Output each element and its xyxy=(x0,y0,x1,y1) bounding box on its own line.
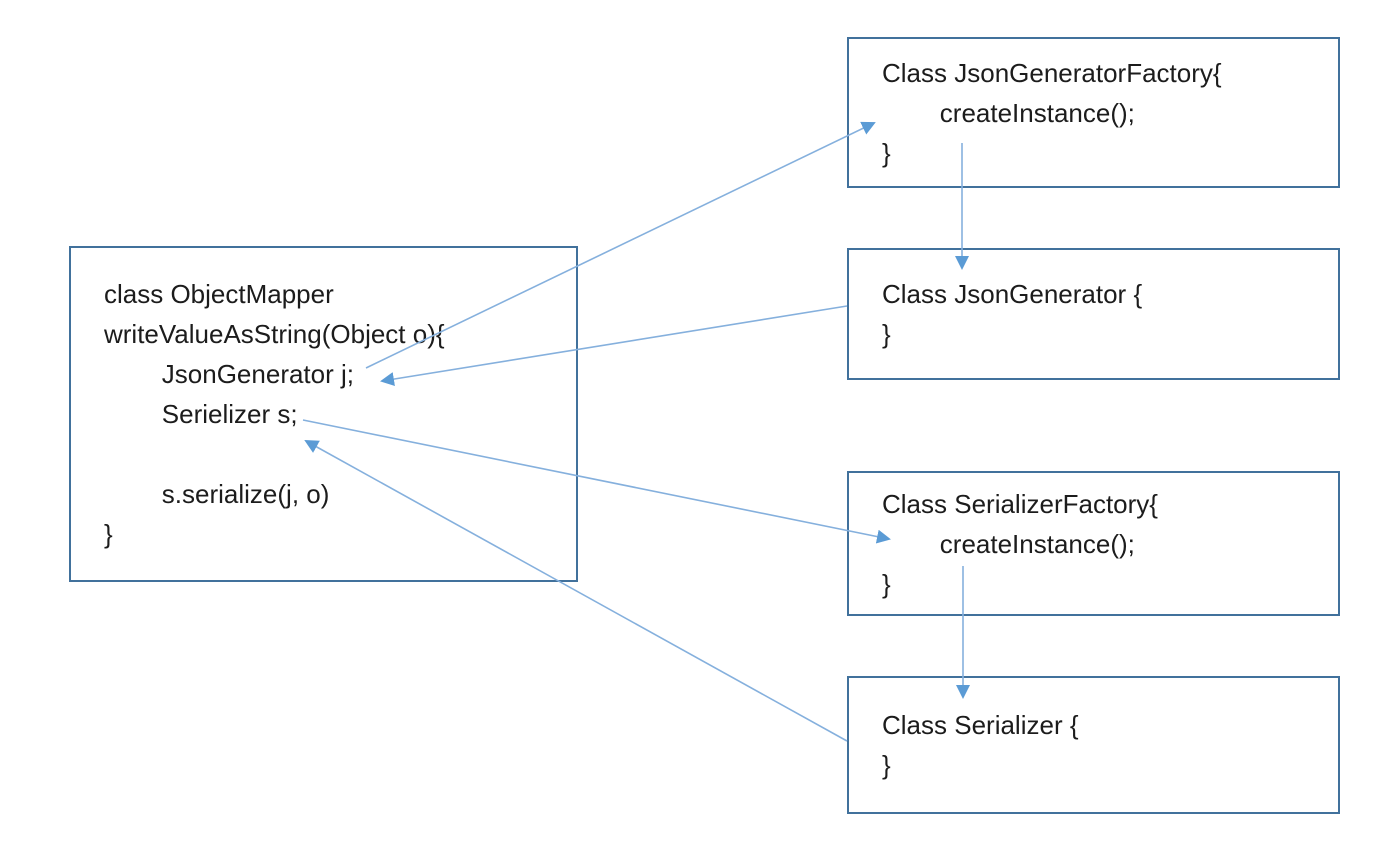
code-line: } xyxy=(882,750,891,780)
code-line: } xyxy=(882,137,891,168)
code-line: } xyxy=(882,568,891,599)
code-line: s.serialize(j, o) xyxy=(104,479,330,509)
code-line: Class JsonGeneratorFactory{ xyxy=(882,57,1222,88)
code-line: } xyxy=(882,319,891,349)
code-line: Serielizer s; xyxy=(104,399,298,429)
code-line: Class Serializer { xyxy=(882,710,1079,740)
code-line: Class SerializerFactory{ xyxy=(882,488,1158,519)
code-line: createInstance(); xyxy=(882,97,1135,128)
code-line: Class JsonGenerator { xyxy=(882,279,1143,309)
code-line: writeValueAsString(Object o){ xyxy=(104,319,445,349)
code-line: createInstance(); xyxy=(882,528,1135,559)
code-line: JsonGenerator j; xyxy=(104,359,354,389)
code-line-blank xyxy=(104,434,568,474)
code-line: class ObjectMapper xyxy=(104,279,334,309)
class-box-object-mapper: class ObjectMapper writeValueAsString(Ob… xyxy=(69,246,578,582)
class-box-serializer-factory: Class SerializerFactory{ createInstance(… xyxy=(847,471,1340,616)
class-box-json-generator: Class JsonGenerator { } xyxy=(847,248,1340,380)
class-box-serializer: Class Serializer { } xyxy=(847,676,1340,814)
class-box-json-generator-factory: Class JsonGeneratorFactory{ createInstan… xyxy=(847,37,1340,188)
code-line: } xyxy=(104,519,113,549)
